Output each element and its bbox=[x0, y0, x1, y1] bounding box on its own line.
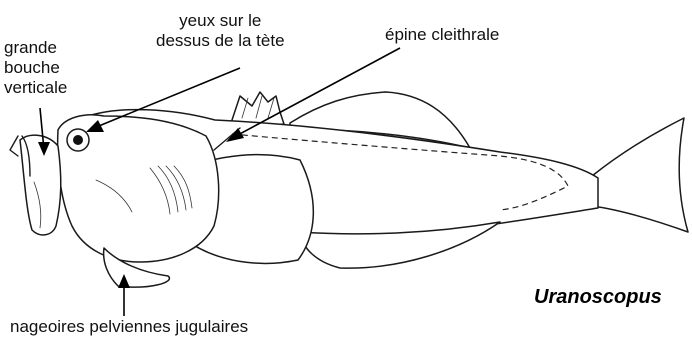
label-mouth: grande bouche verticale bbox=[4, 38, 67, 98]
label-eyes: yeux sur le dessus de la tète bbox=[156, 11, 285, 51]
eye-pupil bbox=[73, 135, 83, 145]
label-cleithral-spine: épine cleithrale bbox=[385, 25, 499, 45]
label-pelvic-fins: nageoires pelviennes jugulaires bbox=[10, 317, 248, 337]
caudal-fin bbox=[592, 118, 688, 232]
spiny-dorsal-fin bbox=[232, 92, 284, 126]
genus-label: Uranoscopus bbox=[534, 287, 662, 307]
